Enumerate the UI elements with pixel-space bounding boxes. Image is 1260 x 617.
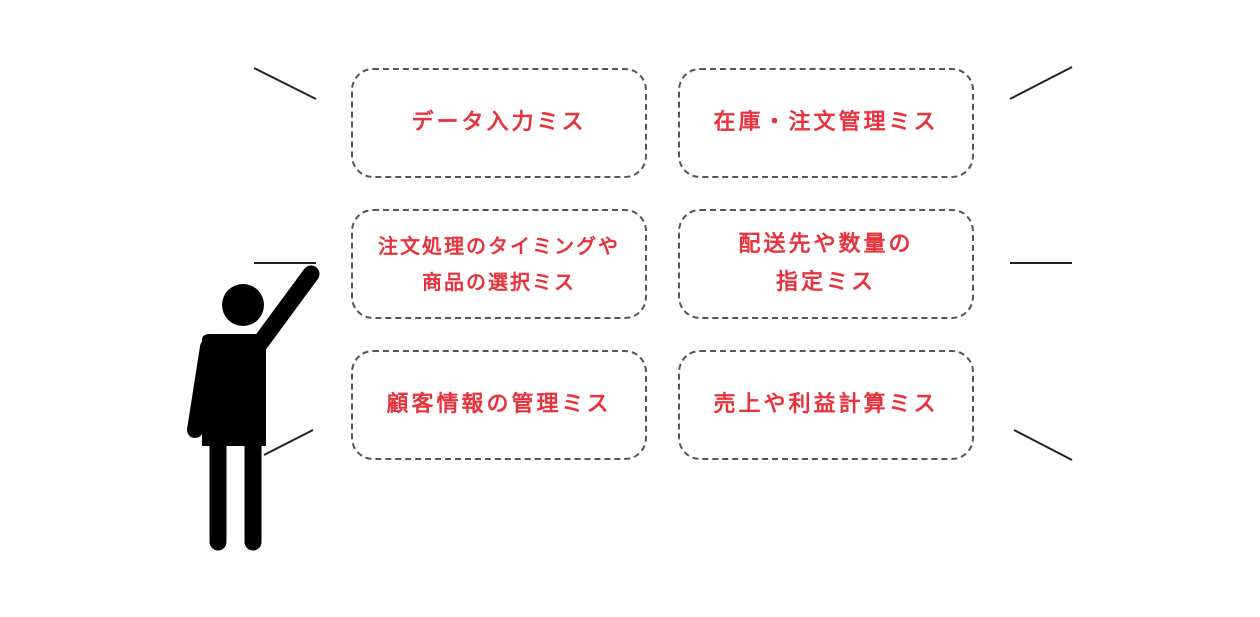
emphasis-line-bottom-right: [1013, 429, 1073, 461]
error-box-label-line2: 指定ミス: [775, 270, 876, 295]
emphasis-line-top-right: [1009, 66, 1073, 100]
error-box-order-timing: 注文処理のタイミングや 商品の選択ミス: [351, 209, 647, 319]
error-box-label-line1: 配送先や数量の: [738, 232, 914, 257]
error-box-label: データ入力ミス: [411, 110, 587, 135]
error-box-label-line1: 注文処理のタイミングや: [378, 234, 620, 258]
error-box-label: 在庫・注文管理ミス: [713, 110, 939, 135]
error-box-data-entry: データ入力ミス: [351, 68, 647, 178]
error-box-label: 顧客情報の管理ミス: [386, 392, 612, 417]
error-box-label-line2: 商品の選択ミス: [422, 270, 576, 294]
error-box-customer-info: 顧客情報の管理ミス: [351, 350, 647, 460]
error-box-label: 売上や利益計算ミス: [713, 392, 939, 417]
emphasis-line-bottom-left: [263, 429, 314, 456]
error-box-sales-profit: 売上や利益計算ミス: [678, 350, 974, 460]
error-box-inventory-order: 在庫・注文管理ミス: [678, 68, 974, 178]
pointing-person-icon: [187, 265, 320, 551]
emphasis-line-top-left: [253, 67, 317, 100]
error-box-delivery-quantity: 配送先や数量の 指定ミス: [678, 209, 974, 319]
